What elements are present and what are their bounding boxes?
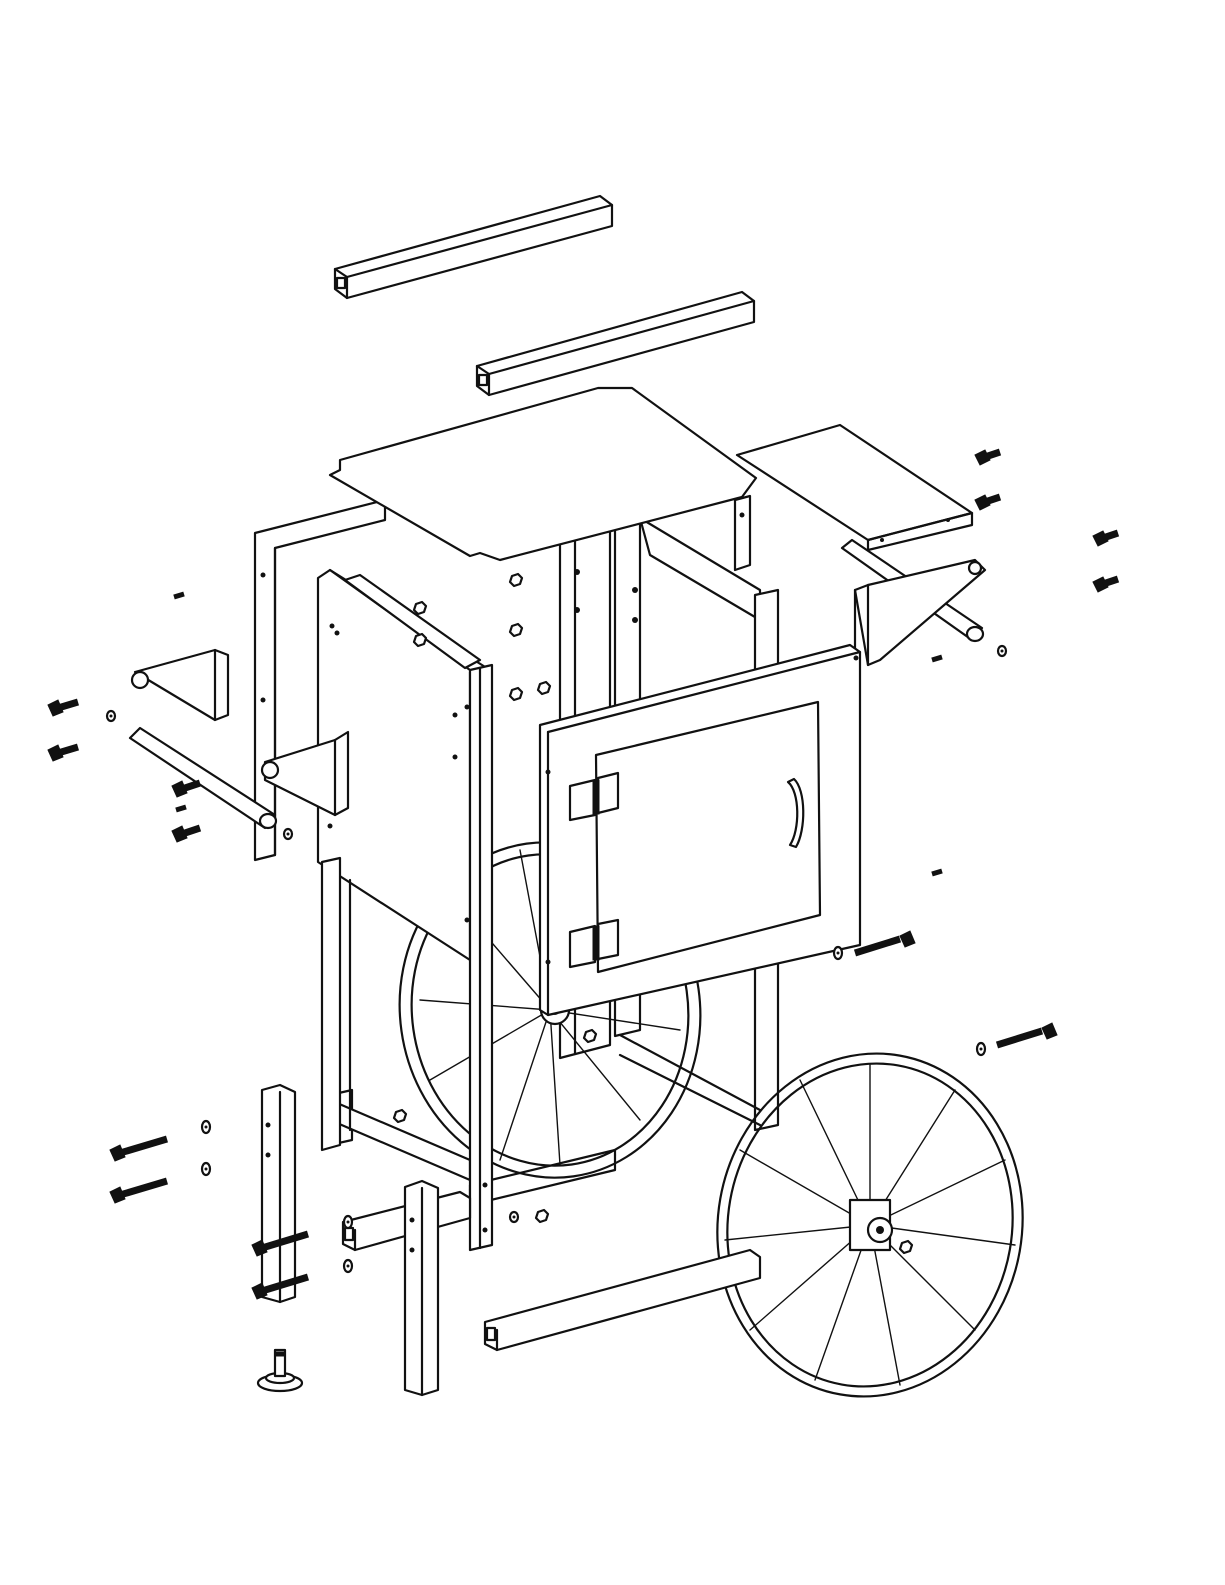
bolt [110,1181,167,1203]
nut [538,682,550,694]
right-shelf [737,425,972,550]
nut [414,634,426,646]
washer [202,1121,210,1133]
bolt [855,931,915,953]
washer [344,1216,352,1228]
nut [414,602,426,614]
washer [998,646,1006,656]
top-panel [330,388,756,560]
top-rail-front [335,196,612,298]
washer [344,1260,352,1272]
top-rail-back [477,292,754,395]
washer [284,829,292,839]
bolt [975,450,1000,465]
bolt [48,700,78,716]
nut [510,574,522,586]
bolt [1093,531,1118,546]
nut [584,1030,596,1042]
right-handle-bracket [855,560,985,665]
nut [900,1241,912,1253]
rear-leg [262,1085,295,1302]
bolt [176,807,186,810]
bolt [932,871,942,874]
left-handle-tube [130,728,348,828]
nut [510,688,522,700]
bolt [997,1023,1057,1045]
bolt [110,1139,167,1161]
washer [977,1043,985,1055]
leveling-foot [258,1350,302,1391]
washer [510,1212,518,1222]
bolt [932,657,942,660]
nut [394,1110,406,1122]
nut [510,624,522,636]
washer [834,947,842,959]
bolt [172,826,200,842]
bolt [1093,577,1118,592]
nut [536,1210,548,1222]
front-wheel [690,1029,1049,1421]
bolt [172,781,200,797]
washer [202,1163,210,1175]
front-leg [405,1181,438,1395]
long-crossbar [485,1250,760,1350]
washer [107,711,115,721]
bolt [174,594,184,597]
bolt [48,745,78,761]
left-handle-bracket [132,650,228,720]
bolt [975,495,1000,510]
